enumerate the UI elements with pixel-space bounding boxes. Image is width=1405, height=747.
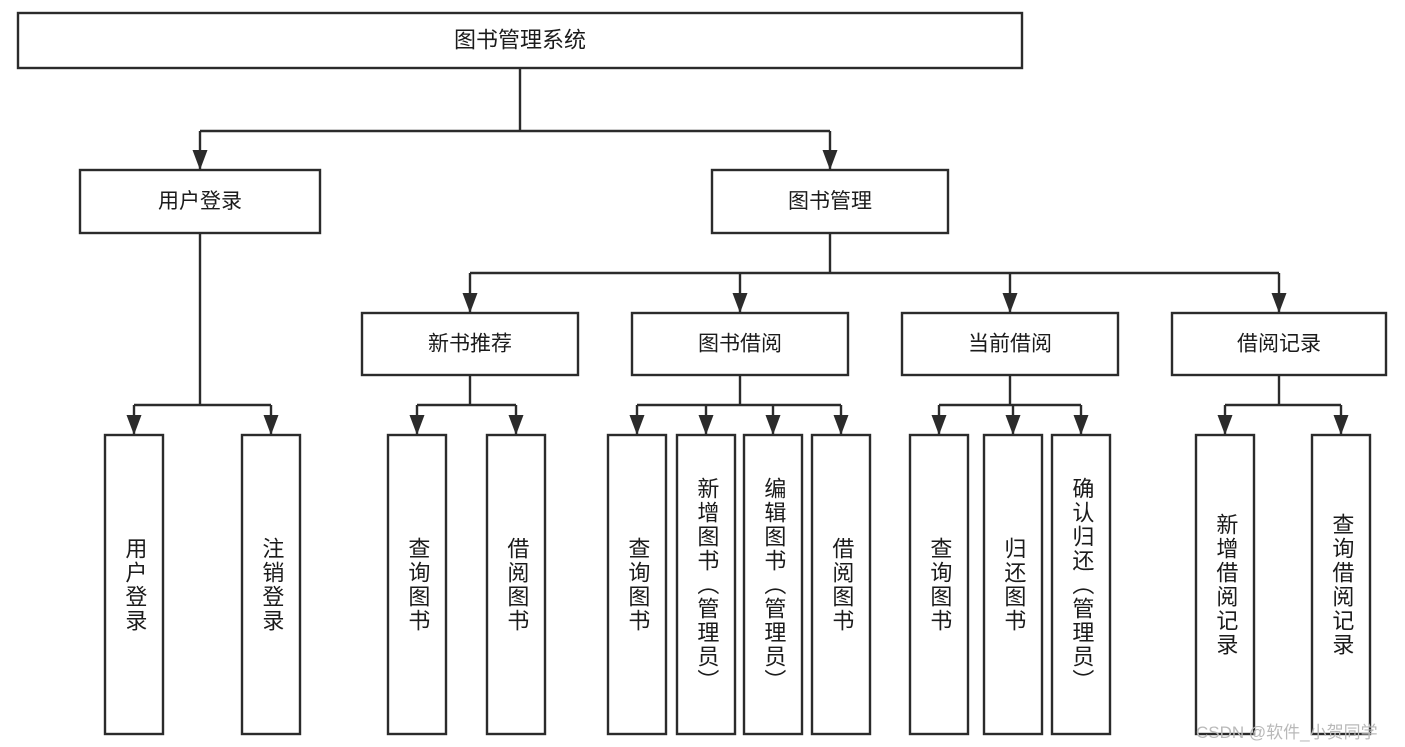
node-leaf-borrow-book-1[interactable] — [485, 433, 547, 736]
node-leaf-query-record[interactable] — [1310, 433, 1372, 736]
node-leaf-add-record[interactable] — [1194, 433, 1256, 736]
node-leaf-query-book-2[interactable] — [606, 433, 668, 736]
node-new-book-recommend[interactable]: 新书推荐 — [360, 311, 580, 377]
node-leaf-logout[interactable] — [240, 433, 302, 736]
node-label: 新书推荐 — [428, 333, 512, 356]
node-label: 图书管理 — [788, 190, 872, 213]
node-leaf-return-book[interactable] — [982, 433, 1044, 736]
node-leaf-add-book[interactable] — [675, 433, 737, 736]
csdn-watermark: CSDN @软件_小贺同学 — [1196, 723, 1378, 742]
node-leaf-edit-book[interactable] — [742, 433, 804, 736]
node-leaf-query-book-3[interactable] — [908, 433, 970, 736]
node-book-borrow[interactable]: 图书借阅 — [630, 311, 850, 377]
node-leaf-borrow-book-2[interactable] — [810, 433, 872, 736]
node-leaf-query-book-1[interactable] — [386, 433, 448, 736]
node-borrow-record[interactable]: 借阅记录 — [1170, 311, 1388, 377]
connector-layer — [126, 68, 1349, 435]
node-leaf-user-login[interactable] — [103, 433, 165, 736]
node-leaf-confirm-return[interactable] — [1050, 433, 1112, 736]
node-current-borrow[interactable]: 当前借阅 — [900, 311, 1120, 377]
node-label: 用户登录 — [158, 190, 242, 213]
node-book-management-system[interactable]: 图书管理系统 — [16, 11, 1024, 70]
node-label: 图书管理系统 — [454, 27, 586, 52]
node-user-login[interactable]: 用户登录 — [78, 168, 322, 235]
node-label: 借阅记录 — [1237, 333, 1321, 356]
node-book-manage[interactable]: 图书管理 — [710, 168, 950, 235]
node-label: 当前借阅 — [968, 333, 1052, 356]
node-label: 图书借阅 — [698, 333, 782, 356]
